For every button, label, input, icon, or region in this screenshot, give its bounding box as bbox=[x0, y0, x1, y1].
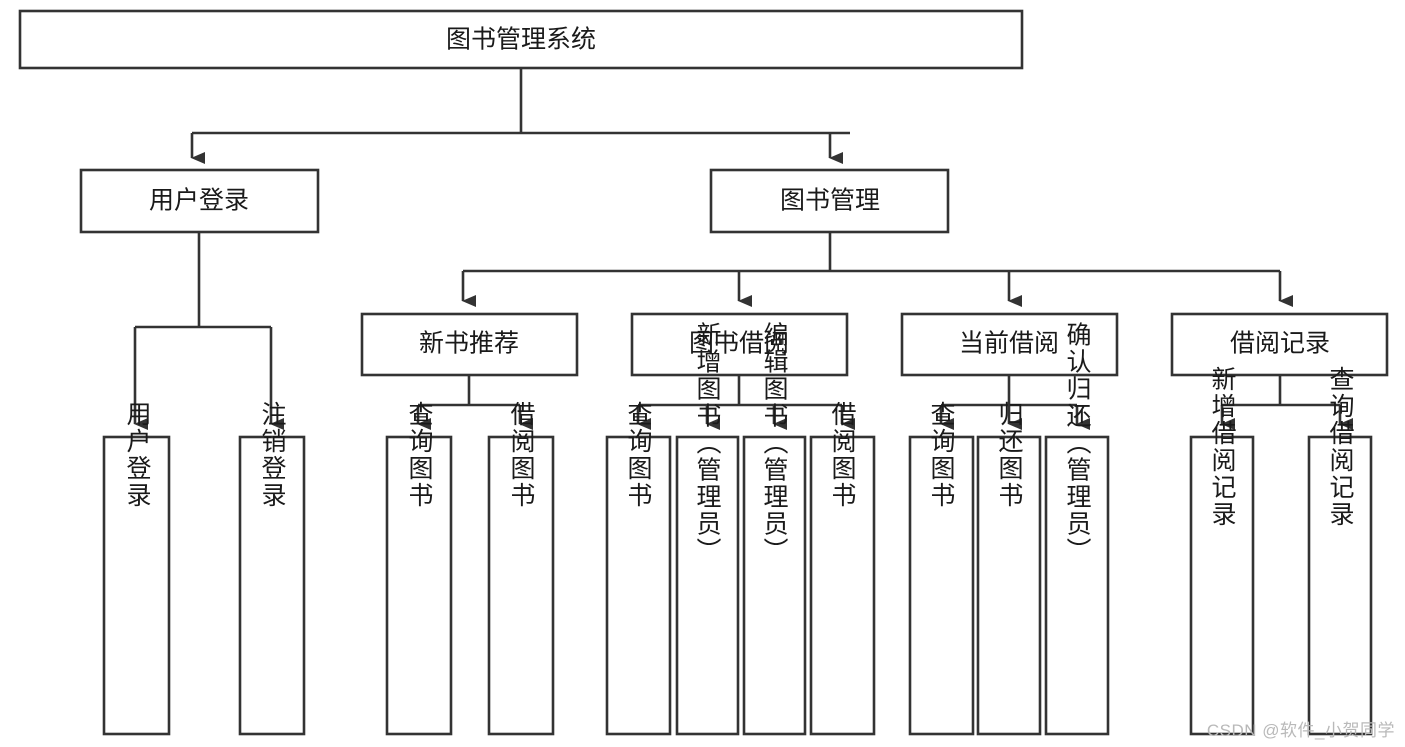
connector-newbook-to-leaves bbox=[416, 375, 533, 430]
node-leaf-edit-book[interactable]: 编辑图书（管理员） bbox=[742, 322, 807, 736]
connector-currentborrow-to-leaves bbox=[939, 375, 1090, 430]
node-leaf-confirm-return-label: 确认归还（管理员） bbox=[1063, 322, 1092, 565]
node-leaf-user-login-label: 用户登录 bbox=[123, 401, 152, 509]
node-user-login[interactable]: 用户登录 bbox=[79, 168, 320, 234]
node-leaf-borrow-book-1[interactable]: 借阅图书 bbox=[487, 401, 555, 736]
node-leaf-query-book-3-label: 查询图书 bbox=[927, 401, 956, 509]
node-book-manage[interactable]: 图书管理 bbox=[709, 168, 950, 234]
node-leaf-borrow-book-2[interactable]: 借阅图书 bbox=[809, 401, 876, 736]
node-leaf-borrow-book-1-label: 借阅图书 bbox=[507, 401, 536, 509]
node-leaf-confirm-return[interactable]: 确认归还（管理员） bbox=[1044, 322, 1110, 736]
node-leaf-edit-book-label: 编辑图书（管理员） bbox=[760, 322, 789, 565]
node-leaf-query-record-label: 查询借阅记录 bbox=[1326, 366, 1355, 528]
node-book-manage-label: 图书管理 bbox=[780, 187, 880, 215]
node-leaf-query-book-2-label: 查询图书 bbox=[624, 401, 653, 509]
node-leaf-user-logout[interactable]: 注销登录 bbox=[238, 401, 306, 736]
node-leaf-return-book-label: 归还图书 bbox=[995, 401, 1024, 509]
connector-borrowrecord-to-leaves bbox=[1220, 375, 1353, 430]
node-leaf-query-book-3[interactable]: 查询图书 bbox=[908, 401, 975, 736]
node-current-borrow-label: 当前借阅 bbox=[959, 330, 1059, 358]
node-new-book-recommend[interactable]: 新书推荐 bbox=[360, 312, 579, 377]
node-leaf-add-record[interactable]: 新增借阅记录 bbox=[1189, 366, 1255, 736]
node-current-borrow[interactable]: 当前借阅 bbox=[900, 312, 1119, 377]
node-leaf-query-book-1[interactable]: 查询图书 bbox=[385, 401, 453, 736]
node-leaf-add-book-label: 新增图书（管理员） bbox=[693, 322, 722, 565]
node-root-label: 图书管理系统 bbox=[446, 26, 596, 54]
connector-bookborrow-to-leaves bbox=[636, 375, 855, 430]
node-leaf-user-login[interactable]: 用户登录 bbox=[102, 401, 171, 736]
node-leaf-query-record[interactable]: 查询借阅记录 bbox=[1307, 366, 1373, 736]
node-user-login-label: 用户登录 bbox=[149, 187, 249, 215]
connector-userlogin-to-leaves bbox=[133, 232, 284, 430]
node-leaf-add-book[interactable]: 新增图书（管理员） bbox=[675, 322, 740, 736]
node-root[interactable]: 图书管理系统 bbox=[18, 9, 1024, 70]
node-borrow-record[interactable]: 借阅记录 bbox=[1170, 312, 1389, 377]
node-book-borrow[interactable]: 图书借阅 bbox=[630, 312, 849, 377]
connector-bookmanage-to-level3 bbox=[461, 232, 1293, 307]
node-borrow-record-label: 借阅记录 bbox=[1230, 330, 1330, 358]
node-leaf-borrow-book-2-label: 借阅图书 bbox=[828, 401, 857, 509]
node-leaf-user-logout-label: 注销登录 bbox=[258, 401, 287, 509]
node-leaf-query-book-1-label: 查询图书 bbox=[405, 401, 434, 509]
node-new-book-recommend-label: 新书推荐 bbox=[419, 330, 519, 358]
connector-root-to-level2 bbox=[190, 68, 850, 164]
node-leaf-query-book-2[interactable]: 查询图书 bbox=[605, 401, 672, 736]
node-leaf-add-record-label: 新增借阅记录 bbox=[1208, 366, 1237, 528]
node-leaf-return-book[interactable]: 归还图书 bbox=[976, 401, 1042, 736]
node-book-borrow-label: 图书借阅 bbox=[689, 330, 789, 358]
